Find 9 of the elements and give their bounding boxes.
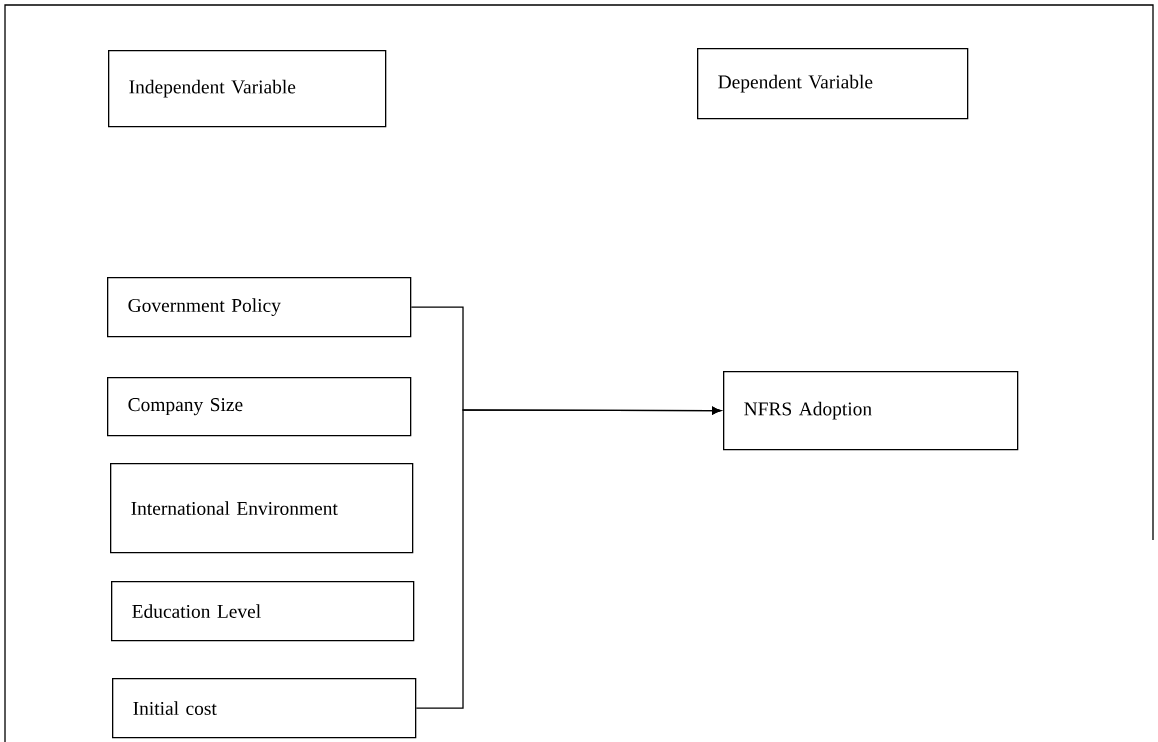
variable-box: Initial cost <box>112 678 417 739</box>
variable-box: Independent Variable <box>108 50 387 128</box>
variable-box: International Environment <box>110 463 414 554</box>
variable-box: Education Level <box>111 581 415 642</box>
variable-box: Dependent Variable <box>697 48 969 120</box>
variable-box: Government Policy <box>107 277 412 338</box>
connector-arrow <box>415 406 722 709</box>
variable-box: Company Size <box>107 377 412 437</box>
variable-box: NFRS Adoption <box>723 371 1019 451</box>
